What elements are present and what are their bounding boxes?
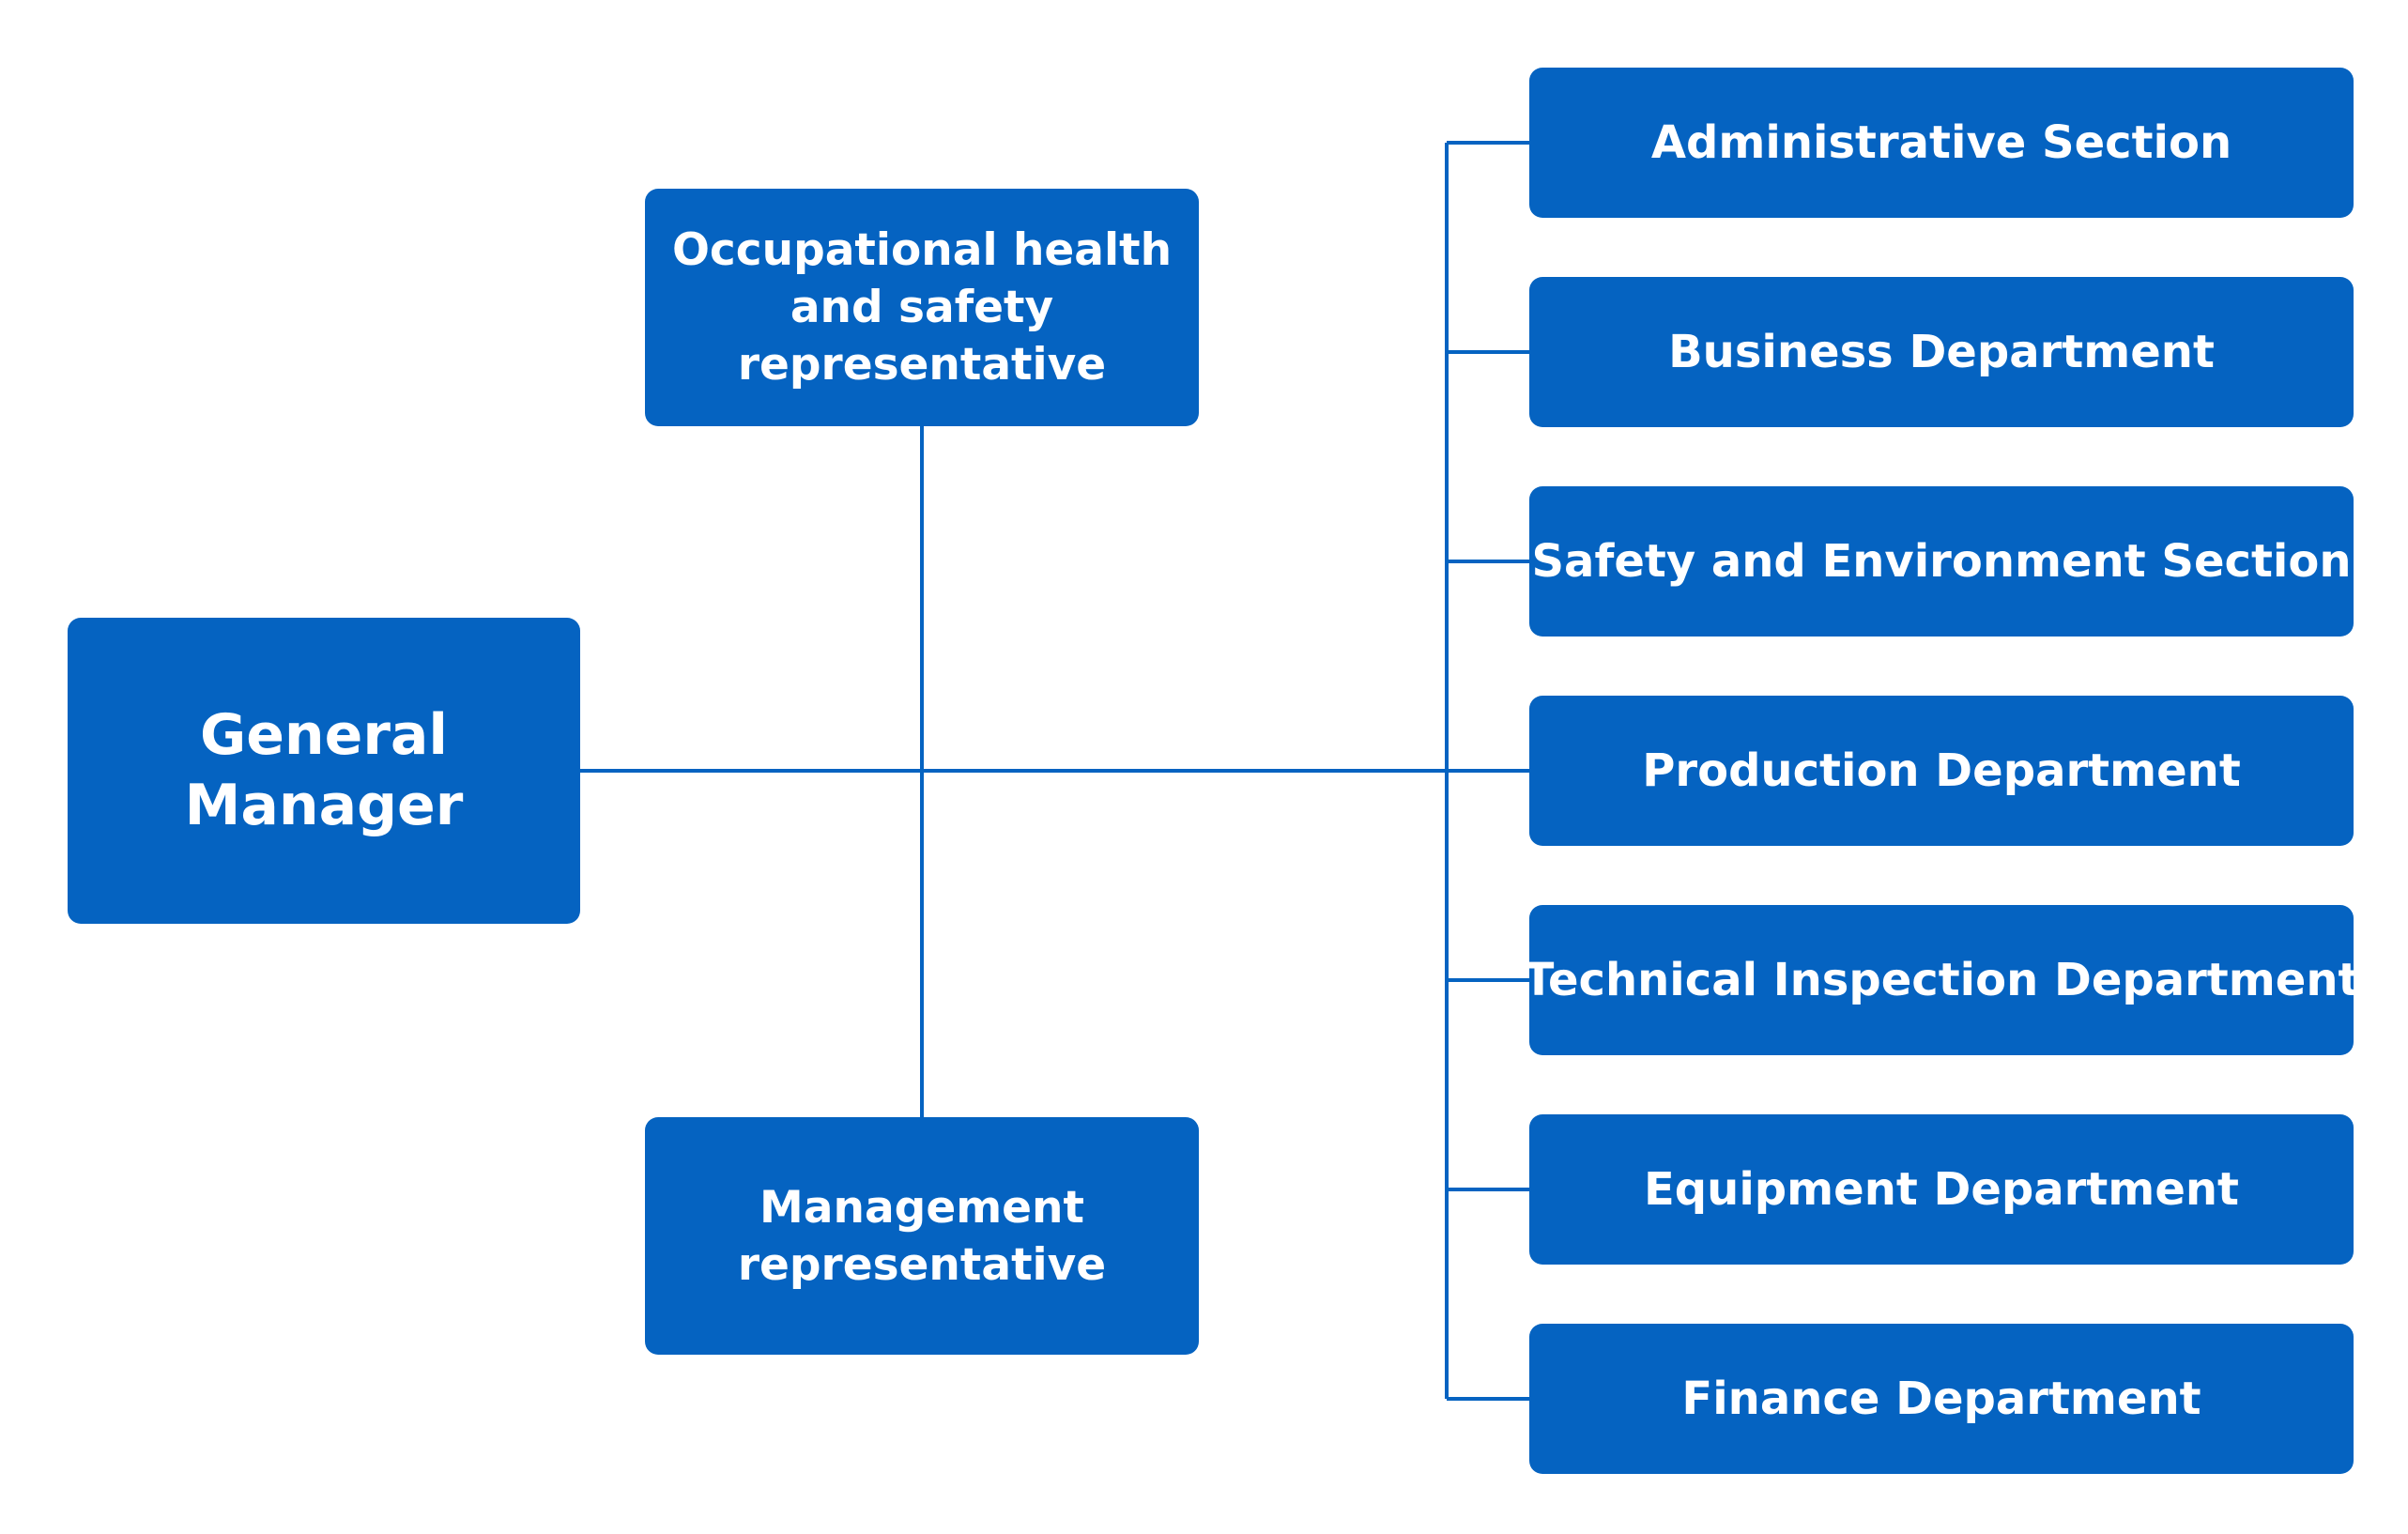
department-box-administrative: Administrative Section: [1529, 68, 2354, 218]
general-manager-line2: Manager: [184, 773, 464, 838]
occupational-health-safety-rep-box: Occupational health and safety represent…: [645, 189, 1199, 426]
department-label: Production Department: [1642, 744, 2241, 797]
general-manager-box: General Manager: [68, 618, 580, 924]
department-box-business: Business Department: [1529, 277, 2354, 427]
department-box-equipment: Equipment Department: [1529, 1114, 2354, 1265]
department-box-technical-inspection: Technical Inspection Department: [1524, 905, 2359, 1055]
department-box-finance: Finance Department: [1529, 1324, 2354, 1474]
department-box-safety-environment: Safety and Environment Section: [1529, 486, 2354, 637]
department-label: Administrative Section: [1650, 116, 2232, 169]
department-label: Equipment Department: [1644, 1163, 2239, 1216]
occupational-health-line2: and safety: [790, 282, 1054, 333]
department-label: Business Department: [1668, 326, 2215, 378]
department-label: Safety and Environment Section: [1531, 535, 2352, 588]
occupational-health-line1: Occupational health: [671, 224, 1173, 276]
management-rep-box: Management representative: [645, 1117, 1199, 1355]
management-rep-line2: representative: [737, 1238, 1107, 1291]
management-rep-line1: Management: [759, 1181, 1084, 1234]
department-label: Technical Inspection Department: [1523, 954, 2360, 1006]
department-box-production: Production Department: [1529, 696, 2354, 846]
occupational-health-line3: representative: [737, 339, 1107, 391]
department-label: Finance Department: [1681, 1373, 2201, 1425]
general-manager-line1: General: [199, 702, 448, 768]
